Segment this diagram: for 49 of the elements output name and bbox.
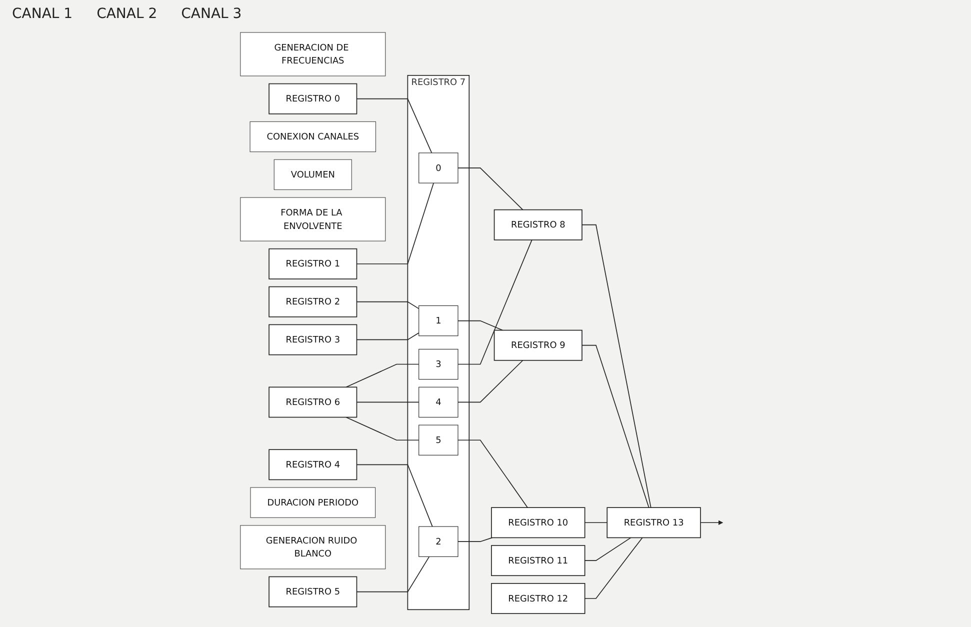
node-box: REGISTRO 3: [268, 324, 358, 356]
node-box: REGISTRO 10: [491, 507, 586, 538]
node-box: REGISTRO 11: [491, 545, 586, 576]
node-box: REGISTRO 2: [268, 286, 358, 318]
connector: [584, 522, 608, 524]
connector: [458, 440, 528, 508]
node-box: REGISTRO 6: [268, 386, 358, 418]
node-box: 4: [418, 386, 458, 418]
node-box: 0: [418, 152, 458, 184]
node-box: REGISTRO 4: [268, 449, 358, 480]
connector: [356, 98, 432, 154]
node-box: 2: [418, 526, 458, 557]
connector: [458, 537, 493, 542]
connector: [582, 224, 652, 508]
connector: [458, 320, 504, 331]
node-box: REGISTRO 1: [268, 248, 358, 280]
node-box: 3: [418, 348, 458, 380]
connector: [356, 332, 420, 340]
connector: [356, 464, 433, 527]
connector: [458, 240, 532, 365]
connector: [582, 344, 650, 508]
node-box: GENERACION DE FRECUENCIAS: [240, 32, 386, 76]
channel-label: CANAL 3: [181, 6, 242, 22]
channel-label: CANAL 2: [96, 6, 158, 22]
node-box: REGISTRO 0: [268, 83, 358, 114]
node-box: REGISTRO 5: [268, 576, 358, 608]
node-box: 5: [418, 424, 458, 456]
connector: [584, 537, 632, 561]
node-box: CONEXION CANALES: [250, 121, 376, 152]
connector: [584, 537, 643, 599]
connector: [356, 182, 434, 264]
connector: [346, 364, 420, 388]
connector: [458, 168, 524, 210]
connector: [356, 301, 420, 310]
connector: [346, 416, 420, 441]
node-box: 1: [418, 305, 458, 336]
connector: [356, 556, 430, 592]
channel-label: CANAL 1: [12, 6, 73, 22]
node-box: REGISTRO 8: [494, 209, 582, 240]
node-box: FORMA DE LA ENVOLVENTE: [240, 197, 386, 242]
connector: [458, 360, 524, 403]
node-box: GENERACION RUIDO BLANCO: [240, 525, 386, 570]
node-box: REGISTRO 12: [491, 583, 586, 614]
node-box: VOLUMEN: [274, 159, 352, 190]
connector: [356, 402, 420, 403]
node-box: REGISTRO 9: [494, 330, 582, 361]
arrow: [700, 520, 724, 526]
node-box: DURACION PERIODO: [250, 487, 376, 518]
node-box: REGISTRO 13: [606, 507, 701, 538]
